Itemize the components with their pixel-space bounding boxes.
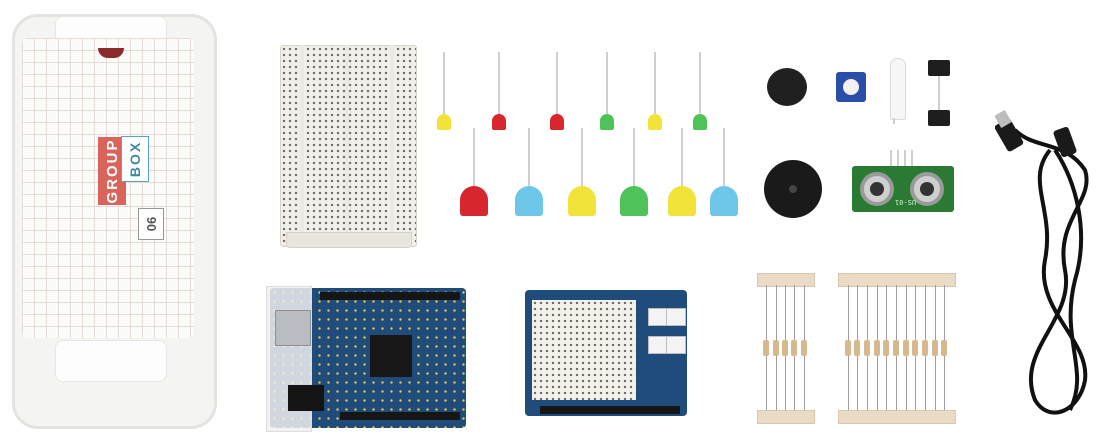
resistor bbox=[854, 340, 861, 356]
led-blue bbox=[710, 186, 738, 216]
ultrasonic-pin bbox=[897, 150, 899, 166]
shield-connector bbox=[666, 336, 686, 354]
ultrasonic-marking: US-01 bbox=[895, 198, 917, 206]
resistor bbox=[931, 340, 938, 356]
resistor-tape bbox=[838, 410, 956, 424]
shield-connector bbox=[648, 308, 668, 326]
led-lead bbox=[699, 52, 701, 114]
led-blue bbox=[515, 186, 543, 216]
led-lead bbox=[633, 128, 635, 186]
led-lead bbox=[681, 128, 683, 186]
led-red bbox=[492, 114, 506, 130]
resistor-tape bbox=[757, 410, 815, 424]
usb-b-port bbox=[275, 310, 311, 346]
resistor bbox=[883, 340, 890, 356]
led-lead bbox=[654, 52, 656, 114]
led-lead bbox=[473, 128, 475, 186]
resistor bbox=[902, 340, 909, 356]
led-lead bbox=[723, 128, 725, 186]
led-lead bbox=[581, 128, 583, 186]
usb-cable bbox=[995, 110, 1089, 415]
resistor bbox=[922, 340, 928, 356]
resistor bbox=[893, 340, 899, 356]
phototransistor bbox=[890, 58, 906, 120]
led-red bbox=[460, 186, 488, 216]
led-yellow bbox=[648, 114, 662, 130]
led-green bbox=[600, 114, 614, 130]
box-clip-bottom bbox=[55, 340, 167, 382]
breadboard-stand bbox=[286, 232, 412, 248]
potentiometer-knob bbox=[843, 79, 859, 95]
resistor bbox=[763, 340, 770, 356]
led-lead bbox=[528, 128, 530, 186]
led-yellow bbox=[668, 186, 696, 216]
resistor bbox=[844, 340, 851, 356]
pin-header bbox=[340, 412, 460, 420]
box-label-number: 06 bbox=[138, 208, 164, 240]
resistor bbox=[800, 340, 807, 356]
pin-header bbox=[320, 292, 460, 300]
mini-breadboard bbox=[532, 300, 636, 400]
resistor bbox=[873, 340, 880, 356]
breadboard-rail bbox=[390, 45, 394, 245]
resistor bbox=[782, 340, 788, 356]
tilt-switch bbox=[928, 110, 950, 126]
box-knob bbox=[98, 48, 124, 58]
ultrasonic-transducer-center bbox=[920, 182, 934, 196]
led-red bbox=[550, 114, 564, 130]
power-jack bbox=[288, 385, 324, 411]
resistor bbox=[791, 340, 798, 356]
tilt-switch-lead bbox=[938, 76, 940, 110]
led-lead bbox=[498, 52, 500, 114]
led-lead bbox=[443, 52, 445, 114]
ultrasonic-pin bbox=[890, 150, 892, 166]
shield-connector bbox=[648, 336, 668, 354]
led-yellow bbox=[568, 186, 596, 216]
breadboard-rail bbox=[345, 45, 349, 245]
phototransistor-lead bbox=[893, 118, 895, 124]
ultrasonic-pin bbox=[911, 150, 913, 166]
led-green bbox=[620, 186, 648, 216]
shield-connector bbox=[666, 308, 686, 326]
piezo-buzzer-hole bbox=[789, 185, 797, 193]
resistor-tape bbox=[757, 273, 815, 287]
led-green bbox=[693, 114, 707, 130]
microcontroller-chip bbox=[370, 335, 412, 377]
led-lead bbox=[556, 52, 558, 114]
resistor bbox=[912, 340, 919, 356]
resistor bbox=[772, 340, 779, 356]
push-button-cap bbox=[767, 68, 807, 106]
resistor-tape bbox=[838, 273, 956, 287]
led-lead bbox=[606, 52, 608, 114]
ultrasonic-pin bbox=[904, 150, 906, 166]
resistor bbox=[864, 340, 870, 356]
pin-header bbox=[540, 406, 680, 414]
breadboard-rail bbox=[300, 45, 304, 245]
ultrasonic-transducer-center bbox=[870, 182, 884, 196]
box-label-box: BOX bbox=[121, 136, 149, 182]
resistor bbox=[941, 340, 948, 356]
led-yellow bbox=[437, 114, 451, 130]
tilt-switch bbox=[928, 60, 950, 76]
